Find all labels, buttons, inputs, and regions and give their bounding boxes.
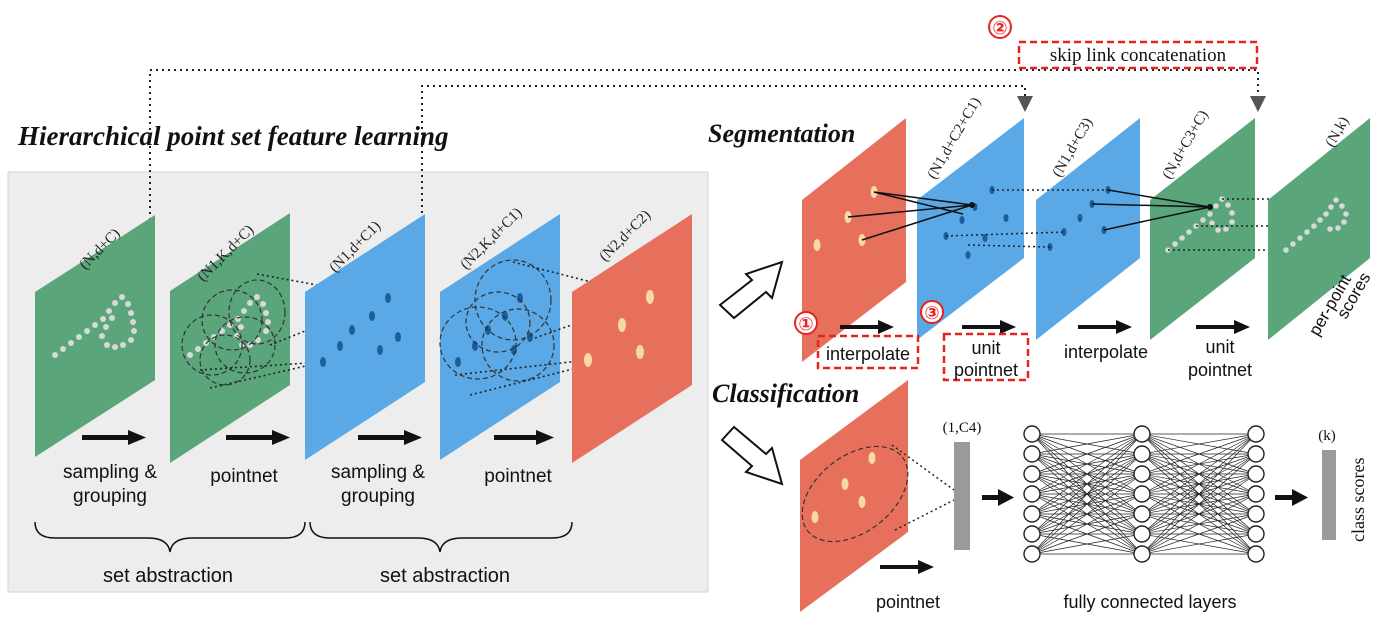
fc-node [1023,505,1041,523]
fc-node [1023,445,1041,463]
global-feature-vector [954,442,970,550]
seg-step-2-label-line1: unit [971,338,1000,358]
fc-edges [1031,433,1257,555]
seg-plane-unit-pointnet-1: (N1,d+C3) [1036,115,1140,340]
fc-node [1247,505,1265,523]
step-3-label-line1: sampling & [331,462,425,483]
segmentation-title: Segmentation [708,119,855,148]
fc-edge [1031,433,1143,475]
fc-edge [1141,433,1257,495]
skip-dotted-lines-seg-1 [945,189,1108,248]
fc-edge [1031,433,1143,535]
fc-node [1133,485,1151,503]
sampled-points-1 [320,293,401,367]
fc-node [1023,485,1041,503]
svg-text:③: ③ [924,303,939,323]
fc-edge [1031,433,1143,555]
fc-network [1023,425,1265,563]
fc-edge [1141,493,1257,555]
svg-text:②: ② [992,18,1007,38]
feature-learning-title: Hierarchical point set feature learning [17,121,449,151]
class-scores-dims: (k) [1318,428,1336,444]
marker-2: ② [988,15,1012,39]
step-3-label-line2: grouping [341,486,415,507]
cls-plane-input [800,380,909,612]
plane-input-points: (N,d+C) [35,215,155,457]
hollow-arrows [718,260,784,486]
fc-edge [1031,433,1143,495]
fc-edge [1031,493,1143,555]
fc-label: fully connected layers [1063,592,1236,612]
seg-step-4-label-line2: pointnet [1188,360,1252,380]
seg-plane-upsampled: (N,d+C3+C) [1150,108,1255,340]
fc-edge [1141,473,1257,555]
fc-edge [1031,533,1143,555]
highlight-boxes [816,40,1259,382]
fc-node [1133,425,1151,443]
step-arrows-seg [840,320,1250,334]
fc-node [1133,445,1151,463]
step-1-label-line2: grouping [73,486,147,507]
cls-arrows [880,489,1308,574]
fc-node [1247,525,1265,543]
classification-title: Classification [712,379,859,408]
step-2-label: pointnet [210,466,278,487]
set-abstraction-braces [34,521,573,553]
set-abstraction-label-2: set abstraction [380,565,510,587]
seg-plane-input [802,118,906,362]
seg-plane-output: (N,k) per-point scores [1268,114,1375,340]
fc-edge [1141,433,1257,455]
fc-node [1247,465,1265,483]
set-abstraction-label-1: set abstraction [103,565,233,587]
fc-node [1023,525,1041,543]
fc-node [1247,425,1265,443]
fc-nodes [1023,425,1265,563]
input-point-cloud [52,294,137,358]
fc-node [1023,465,1041,483]
class-scores-vector [1322,450,1336,540]
seg-step-2-label-line2: pointnet [954,360,1018,380]
cls-pointnet-label: pointnet [876,592,940,612]
fc-edge [1141,433,1257,475]
seg-step-1-label: interpolate [826,344,910,364]
step-arrows-left [82,430,554,445]
skip-link-label: skip link concatenation [1050,45,1227,66]
fc-edge [1141,433,1257,555]
fc-node [1023,425,1041,443]
fc-edge [1031,473,1143,555]
global-feature-dims: (1,C4) [943,420,982,436]
step-4-label: pointnet [484,466,552,487]
cls-projection-lines [891,444,955,531]
fc-node [1133,465,1151,483]
abstracted-points [584,290,654,367]
fc-edge [1031,453,1143,555]
step-1-label-line1: sampling & [63,462,157,483]
seg-step-4-label-line1: unit [1205,337,1234,357]
fc-edge [1031,433,1143,515]
fc-edge [1141,433,1257,535]
fc-edge [1141,433,1257,515]
seg-step-3-label: interpolate [1064,342,1148,362]
marker-1: ① [794,311,818,335]
fc-node [1247,445,1265,463]
marker-3: ③ [920,300,944,324]
fc-node [1023,545,1041,563]
interpolation-lines-1 [847,191,973,241]
fc-edge [1141,513,1257,555]
fc-node [1247,545,1265,563]
fc-node [1133,525,1151,543]
skip-link-lines [149,69,1266,225]
fc-edge [1031,433,1143,455]
fc-edge [1141,533,1257,555]
grouping-circles [181,279,286,386]
svg-text:①: ① [798,314,813,334]
fc-node [1133,505,1151,523]
fc-edge [1141,453,1257,555]
fc-node [1247,485,1265,503]
fc-edge [1031,513,1143,555]
interpolation-lines-2 [1091,189,1211,231]
class-scores-label: class scores [1348,458,1368,542]
fc-node [1133,545,1151,563]
